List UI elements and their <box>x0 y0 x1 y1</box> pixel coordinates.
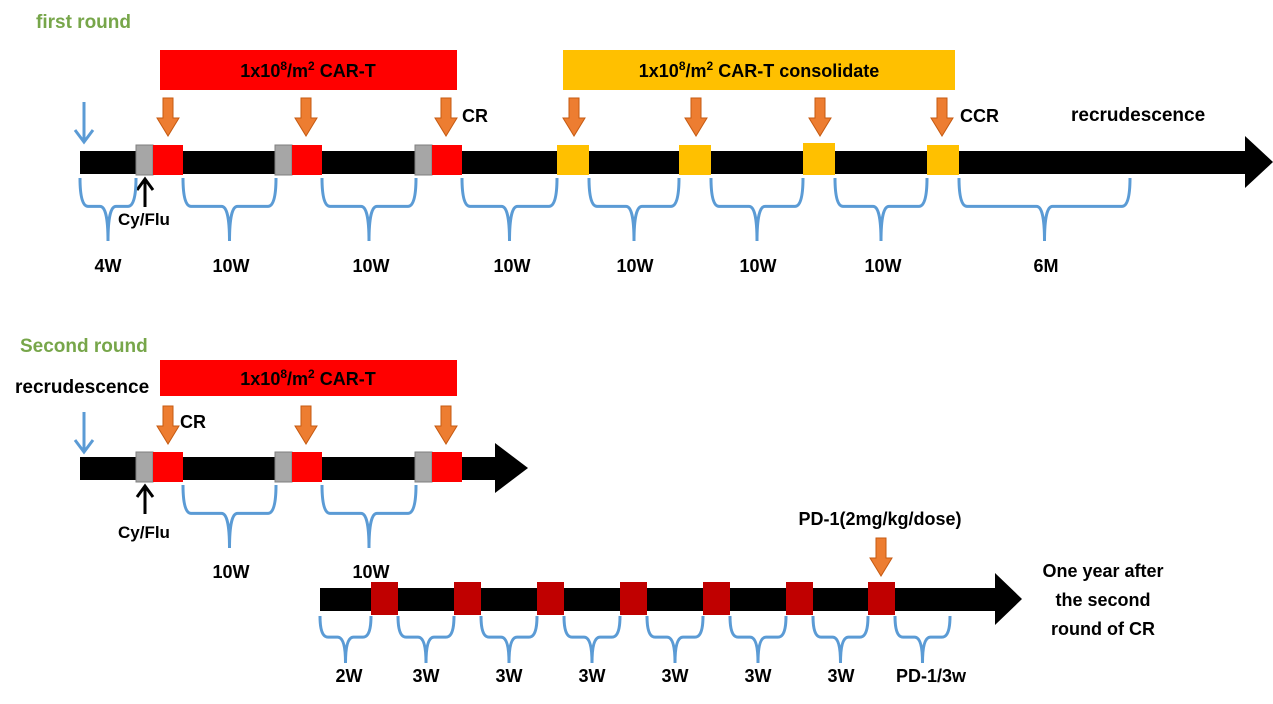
first-round-start-arrow-icon <box>73 102 95 145</box>
second-round-timeline-arrowhead <box>495 443 528 493</box>
cr-label: CR <box>462 106 488 126</box>
pd1-end-label-line3: round of CR <box>1051 619 1155 639</box>
car-t-dose-block <box>292 452 322 482</box>
dose-arrow-icon <box>869 537 893 577</box>
interval-label: 10W <box>212 562 249 582</box>
interval-bracket <box>320 177 418 242</box>
interval-bracket <box>645 615 705 664</box>
interval-bracket <box>957 177 1132 242</box>
interval-bracket <box>833 177 929 242</box>
pd1-end-label-line2: the second <box>1055 590 1150 610</box>
interval-bracket <box>709 177 805 242</box>
interval-label: 3W <box>745 666 772 686</box>
interval-bracket <box>181 177 278 242</box>
interval-bracket <box>181 484 278 549</box>
interval-label: 10W <box>212 256 249 276</box>
car-t-dose-block <box>153 145 183 175</box>
second-round-cy-flu-label: Cy/Flu <box>118 523 170 542</box>
dose-arrow-icon <box>294 97 318 137</box>
interval-label: 3W <box>496 666 523 686</box>
car-t-dose-block <box>432 145 462 175</box>
dose-arrow-icon <box>562 97 586 137</box>
consolidate-banner <box>563 50 955 90</box>
interval-label: 3W <box>413 666 440 686</box>
ccr-label: CCR <box>960 106 999 126</box>
cy-flu-block <box>274 144 293 176</box>
cy-flu-label: Cy/Flu <box>118 210 170 229</box>
interval-label: 3W <box>579 666 606 686</box>
second-round-car-t-banner <box>160 360 457 396</box>
second-round-cr-label: CR <box>180 412 206 432</box>
interval-label: 3W <box>662 666 689 686</box>
interval-label: 6M <box>1033 256 1058 276</box>
pd1-dose-block <box>454 582 481 615</box>
second-round-start-label: recrudescence <box>15 377 149 398</box>
interval-label: 4W <box>95 256 122 276</box>
second-round-start-arrow-icon <box>73 412 95 455</box>
interval-bracket <box>587 177 681 242</box>
interval-label: 10W <box>616 256 653 276</box>
cy-flu-block <box>414 144 433 176</box>
interval-bracket <box>460 177 559 242</box>
interval-bracket <box>318 615 373 664</box>
interval-label: 10W <box>493 256 530 276</box>
first-round-car-t-banner <box>160 50 457 90</box>
interval-label: 10W <box>352 256 389 276</box>
car-t-dose-block <box>432 452 462 482</box>
pd1-dose-block <box>537 582 564 615</box>
consolidate-dose-block <box>927 145 959 175</box>
cy-flu-block <box>274 451 293 483</box>
second-round-car-t-banner-label: 1x108/m2 CAR-T <box>240 367 375 389</box>
cy-flu-pointer-arrow-icon <box>135 483 155 514</box>
first-round-title: first round <box>36 12 131 33</box>
dose-arrow-icon <box>930 97 954 137</box>
interval-bracket <box>893 615 952 664</box>
consolidate-dose-block <box>557 145 589 175</box>
dose-arrow-icon <box>808 97 832 137</box>
pd1-dose-block <box>786 582 813 615</box>
interval-bracket <box>396 615 456 664</box>
consolidate-dose-block <box>679 145 711 175</box>
interval-bracket <box>78 177 138 242</box>
interval-label: PD-1/3w <box>896 666 967 686</box>
cy-flu-block <box>414 451 433 483</box>
interval-bracket <box>728 615 788 664</box>
cy-flu-block <box>135 451 154 483</box>
consolidate-banner-label: 1x108/m2 CAR-T consolidate <box>639 59 879 81</box>
pd1-timeline-arrowhead <box>995 573 1022 625</box>
interval-label: 10W <box>739 256 776 276</box>
car-t-dose-block <box>153 452 183 482</box>
first-round-timeline-arrowhead <box>1245 136 1273 188</box>
pd1-timeline-bar <box>320 588 1000 611</box>
interval-bracket <box>811 615 870 664</box>
interval-bracket <box>479 615 539 664</box>
first-round-timeline-bar <box>80 151 1250 174</box>
dose-arrow-icon <box>684 97 708 137</box>
interval-label: 10W <box>352 562 389 582</box>
pd1-end-label-line1: One year after <box>1042 561 1163 581</box>
second-round-title: Second round <box>20 336 148 357</box>
cy-flu-pointer-arrow-icon <box>135 176 155 207</box>
dose-arrow-icon <box>434 97 458 137</box>
pd1-dose-block <box>620 582 647 615</box>
pd1-dose-label: PD-1(2mg/kg/dose) <box>798 509 961 529</box>
cy-flu-block <box>135 144 154 176</box>
dose-arrow-icon <box>294 405 318 445</box>
interval-bracket <box>320 484 418 549</box>
dose-arrow-icon <box>434 405 458 445</box>
first-round-car-t-banner-label: 1x108/m2 CAR-T <box>240 59 375 81</box>
dose-arrow-icon <box>156 97 180 137</box>
interval-label: 3W <box>828 666 855 686</box>
dose-arrow-icon <box>156 405 180 445</box>
recrudescence-end-label: recrudescence <box>1071 105 1205 126</box>
pd1-dose-block <box>703 582 730 615</box>
pd1-dose-block <box>371 582 398 615</box>
car-t-dose-block <box>292 145 322 175</box>
interval-label: 10W <box>864 256 901 276</box>
consolidate-dose-block <box>803 143 835 175</box>
interval-label: 2W <box>336 666 363 686</box>
interval-bracket <box>562 615 622 664</box>
pd1-dose-block <box>868 582 895 615</box>
